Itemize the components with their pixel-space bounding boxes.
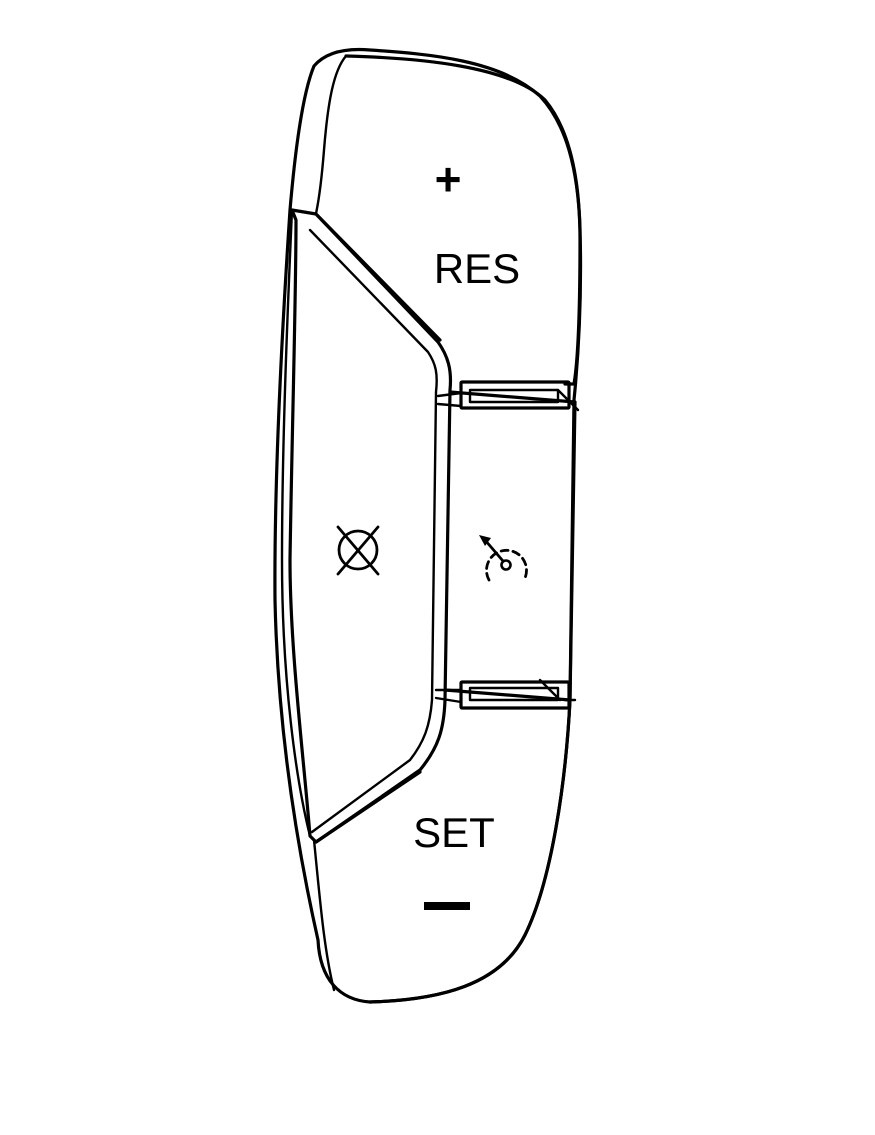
housing-bevel [314,54,348,216]
cruise-control-icon [479,535,528,582]
set-label: SET [413,809,495,856]
minus-icon [424,902,470,910]
housing-bevel-lower [312,838,336,992]
res-label: RES [434,245,520,292]
cancel-button[interactable] [288,208,453,844]
cancel-button-inner-edge [308,228,438,834]
center-body [443,390,577,702]
cancel-button-left-bevel [280,208,312,838]
paddle-edge-lower [314,770,422,844]
res-plus-paddle [344,54,582,386]
set-minus-paddle [368,698,572,1004]
lower-slot [434,678,577,710]
cancel-icon [336,525,380,576]
upper-slot [436,380,580,412]
plus-label: + [435,153,462,205]
